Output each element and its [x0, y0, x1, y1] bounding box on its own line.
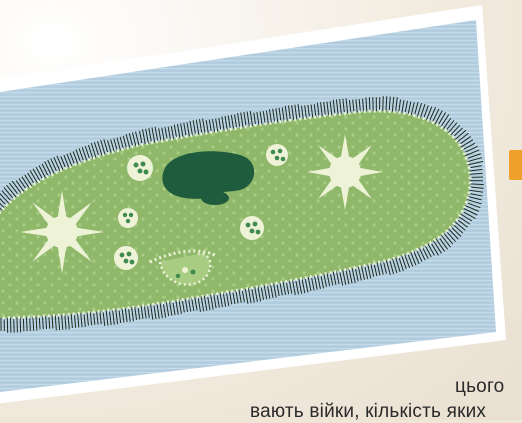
contractile-vacuole-right: [307, 134, 383, 210]
cilium: [20, 317, 21, 332]
cilium: [23, 317, 24, 331]
micronucleus: [201, 191, 229, 205]
cilium: [30, 317, 31, 331]
section-accent-tab: [509, 150, 522, 180]
cilium: [27, 317, 28, 331]
cilium: [369, 97, 370, 111]
cilium: [17, 317, 18, 332]
contractile-vacuole-left: [20, 190, 104, 274]
body-text-line-1: цього: [455, 376, 504, 398]
